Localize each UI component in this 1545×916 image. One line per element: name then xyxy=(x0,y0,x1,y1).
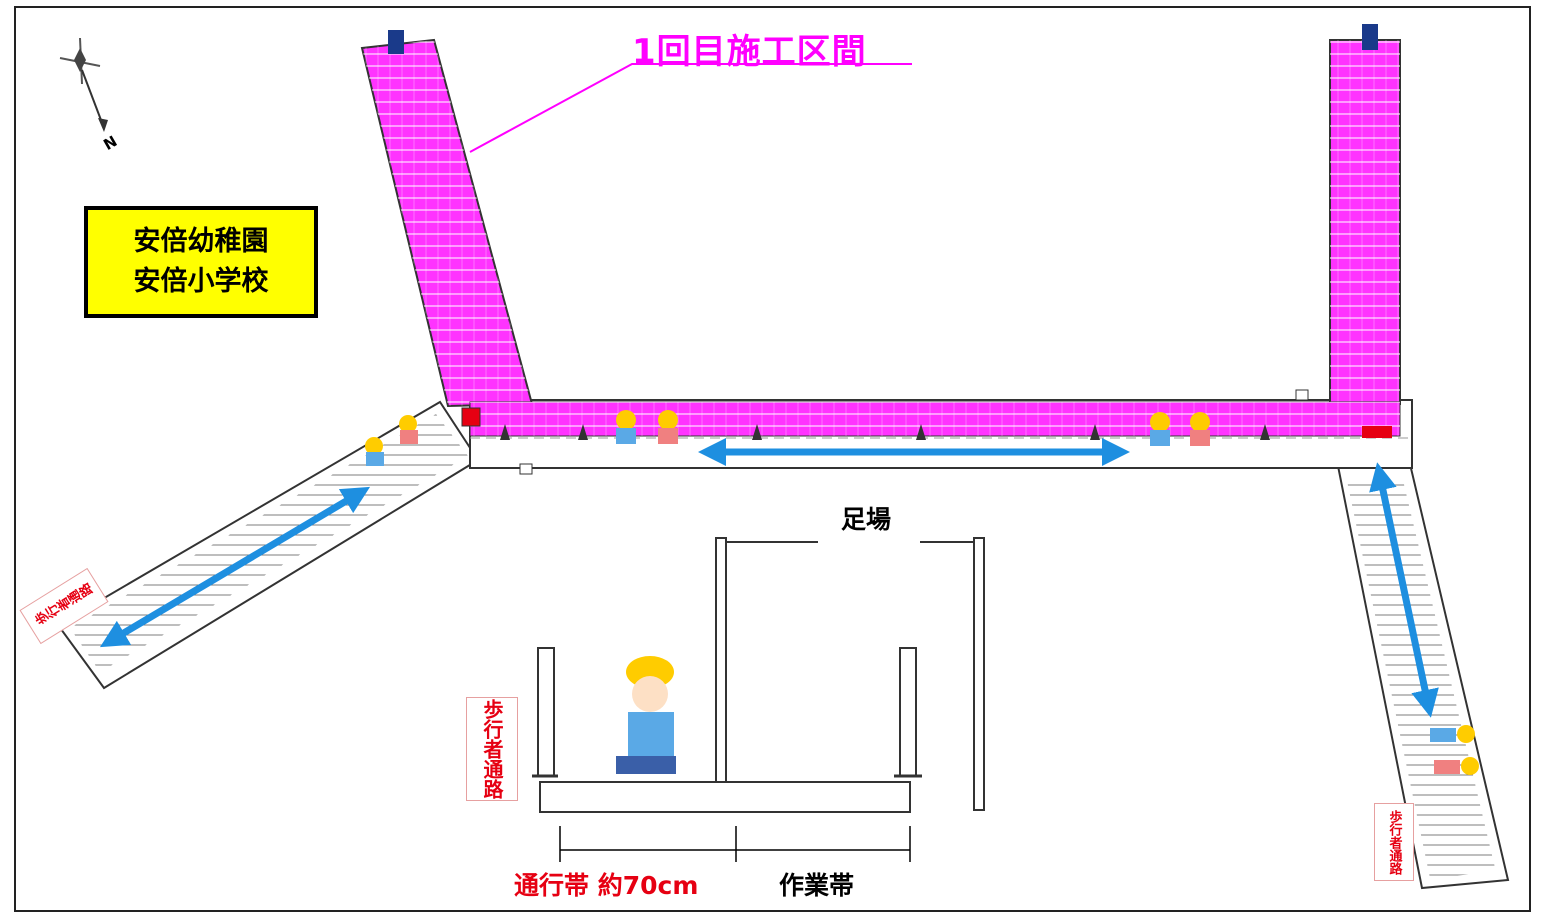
pedestrian-sign: 歩行者通路 xyxy=(466,697,518,801)
school-label-box: 安倍幼稚園 安倍小学校 xyxy=(84,206,318,318)
diagram-frame xyxy=(14,6,1531,912)
school-name-1: 安倍幼稚園 xyxy=(133,226,269,257)
section-leader-line xyxy=(469,63,912,153)
dimension-lines xyxy=(559,826,911,862)
scaffold-section xyxy=(532,537,985,813)
walkway-width-label: 通行帯 約70cm xyxy=(514,871,699,900)
pedestrian-sign-right: 歩行者通路 xyxy=(1374,803,1414,881)
school-name-2: 安倍小学校 xyxy=(133,266,269,297)
road-marker-icon xyxy=(461,389,1392,475)
construction-zone xyxy=(360,38,1401,437)
compass-icon xyxy=(59,37,108,132)
scaffold-label: 足場 xyxy=(841,505,892,534)
traffic-light-icon xyxy=(388,24,1378,54)
traffic-cone-icon xyxy=(500,424,1270,440)
work-zone-label: 作業帯 xyxy=(779,871,855,900)
child-pedestrian-icon xyxy=(365,410,1479,775)
double-arrow-icon xyxy=(99,438,1439,718)
child-walking-icon xyxy=(616,656,676,774)
section-title: 1回目施工区間 xyxy=(632,32,867,72)
